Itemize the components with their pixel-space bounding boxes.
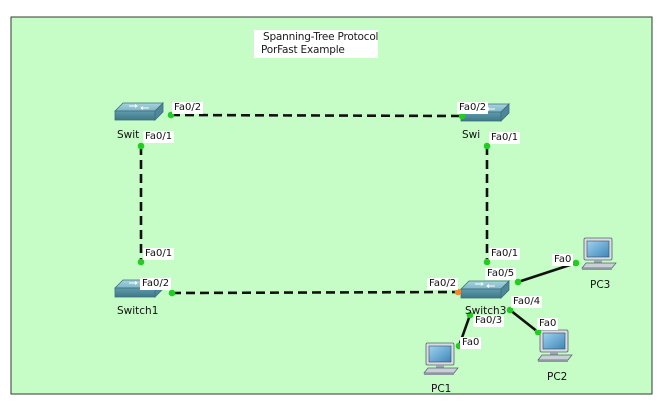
pc3-icon[interactable] [581,237,617,271]
port-light-sw3-fa05 [514,278,522,286]
port-light-sw2-fa02 [458,112,466,120]
port-label-pc1-fa0: Fa0 [460,337,482,349]
device-label-pc1: PC1 [431,383,452,395]
note-box[interactable]: Spanning-Tree Protocol PorFast Example [254,30,378,58]
port-label-sw3-fa03: Fa0/3 [473,315,505,327]
port-label-sw1-fa02: Fa0/2 [140,278,172,290]
link-switch1-switch3[interactable] [171,290,459,295]
port-light-pc2-fa0 [534,328,542,336]
link-switch0-switch2[interactable] [170,113,463,118]
port-label-sw3-fa02: Fa0/2 [427,278,459,290]
port-label-sw3-fa01: Fa0/1 [489,248,521,260]
port-label-sw2-fa02: Fa0/2 [457,102,489,114]
link-switch3-pc2[interactable] [509,308,539,334]
device-label-pc3: PC3 [590,279,611,291]
device-label-switch1: Switch1 [117,305,159,317]
note-line-1: Spanning-Tree Protocol [263,31,379,43]
port-label-pc3-fa0: Fa0 [552,254,574,266]
port-light-sw3-fa04 [506,306,514,314]
port-label-sw0-fa01: Fa0/1 [143,131,175,143]
switch0-icon[interactable] [114,102,164,121]
port-light-sw1-fa01 [137,258,145,266]
switch3-icon[interactable] [460,280,510,299]
port-light-sw0-fa01 [137,142,145,150]
port-label-sw3-fa04: Fa0/4 [511,296,543,308]
device-label-pc2: PC2 [547,371,568,383]
port-light-sw2-fa01 [483,142,491,150]
port-label-sw1-fa01: Fa0/1 [143,248,175,260]
note-line-2: PorFast Example [261,44,345,56]
port-label-sw0-fa02: Fa0/2 [172,102,204,114]
link-switch3-pc3[interactable] [517,261,577,284]
port-light-sw3-fa03 [466,311,474,319]
device-label-switch3: Switch3 [465,305,507,317]
port-light-sw1-fa02 [168,289,176,297]
port-light-sw3-fa01 [483,258,491,266]
device-label-switch0: Swit [117,129,140,141]
pc1-icon[interactable] [423,342,459,376]
port-label-sw2-fa01: Fa0/1 [489,132,521,144]
port-label-sw3-fa05: Fa0/5 [485,268,517,280]
links [139,113,577,347]
port-light-pc3-fa0 [572,259,580,267]
port-light-sw3-fa02-blocking [454,288,462,296]
port-label-pc2-fa0: Fa0 [537,318,559,330]
port-status-lights [137,111,580,350]
pc2-icon[interactable] [537,329,573,363]
device-label-switch2: Swi [462,129,481,141]
